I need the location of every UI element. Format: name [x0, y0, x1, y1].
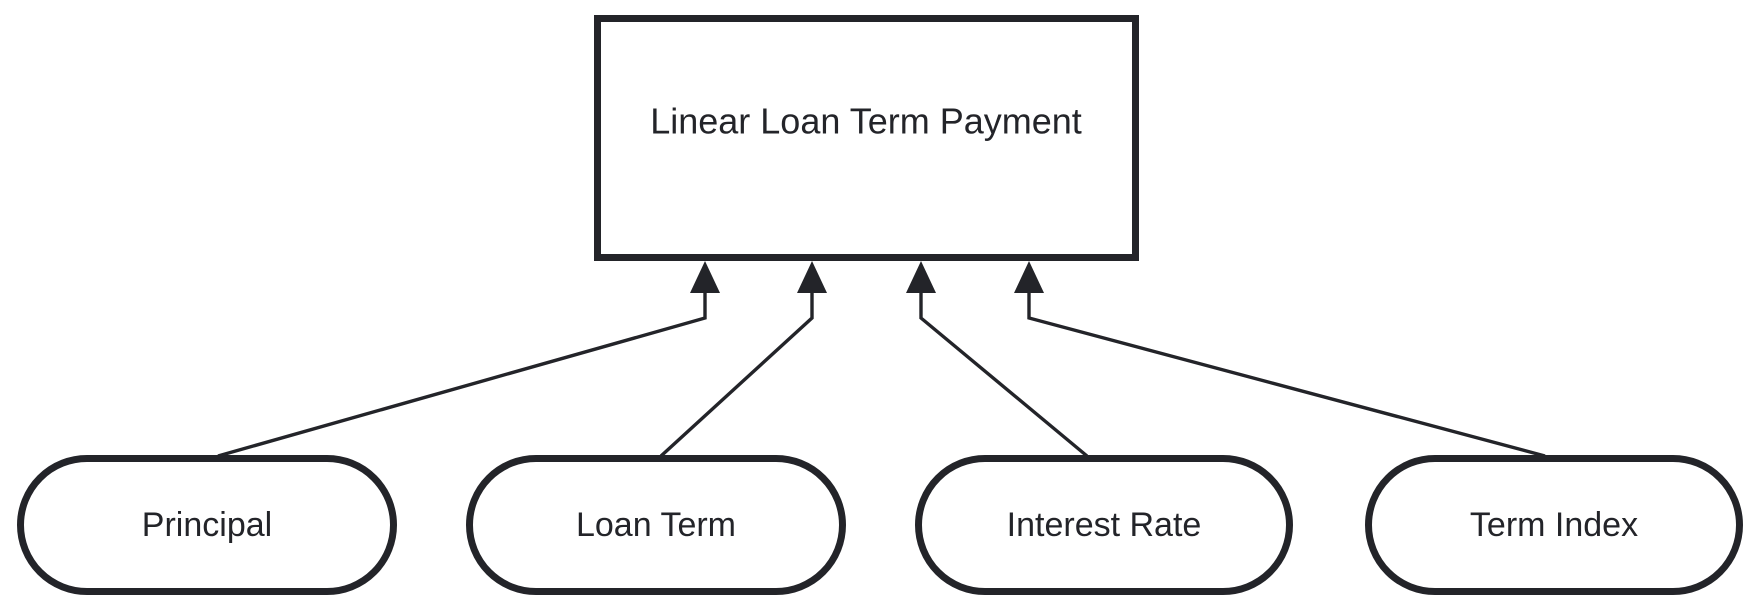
- node-interest-rate-pill[interactable]: [915, 455, 1293, 595]
- node-interest-rate-label: Interest Rate: [1007, 506, 1202, 544]
- edges-group: [217, 261, 1546, 458]
- edge-interest-rate-line: [919, 290, 1089, 458]
- node-output-rect[interactable]: [594, 15, 1139, 261]
- node-interest-rate[interactable]: Interest Rate: [915, 455, 1293, 595]
- node-loan-term[interactable]: Loan Term: [466, 455, 846, 595]
- node-principal-label: Principal: [142, 506, 272, 544]
- edge-interest-rate-arrowhead: [906, 261, 936, 293]
- node-loan-term-label: Loan Term: [576, 506, 736, 544]
- node-loan-term-pill[interactable]: [466, 455, 846, 595]
- node-output[interactable]: Linear Loan Term Payment: [594, 15, 1139, 261]
- edge-principal-to-output: [217, 261, 720, 458]
- edge-principal-arrowhead: [690, 261, 720, 293]
- edge-principal-line: [217, 290, 707, 458]
- node-term-index[interactable]: Term Index: [1365, 455, 1743, 595]
- node-term-index-pill[interactable]: [1365, 455, 1743, 595]
- node-output-label: Linear Loan Term Payment: [650, 101, 1082, 142]
- node-term-index-label: Term Index: [1470, 506, 1638, 544]
- edge-loan-term-to-output: [659, 261, 827, 458]
- edge-term-index-line: [1027, 290, 1546, 458]
- node-principal[interactable]: Principal: [17, 455, 397, 595]
- node-principal-pill[interactable]: [17, 455, 397, 595]
- edge-term-index-arrowhead: [1014, 261, 1044, 293]
- edge-term-index-to-output: [1014, 261, 1546, 458]
- edge-interest-rate-to-output: [906, 261, 1089, 458]
- edge-loan-term-arrowhead: [797, 261, 827, 293]
- edge-loan-term-line: [659, 290, 814, 458]
